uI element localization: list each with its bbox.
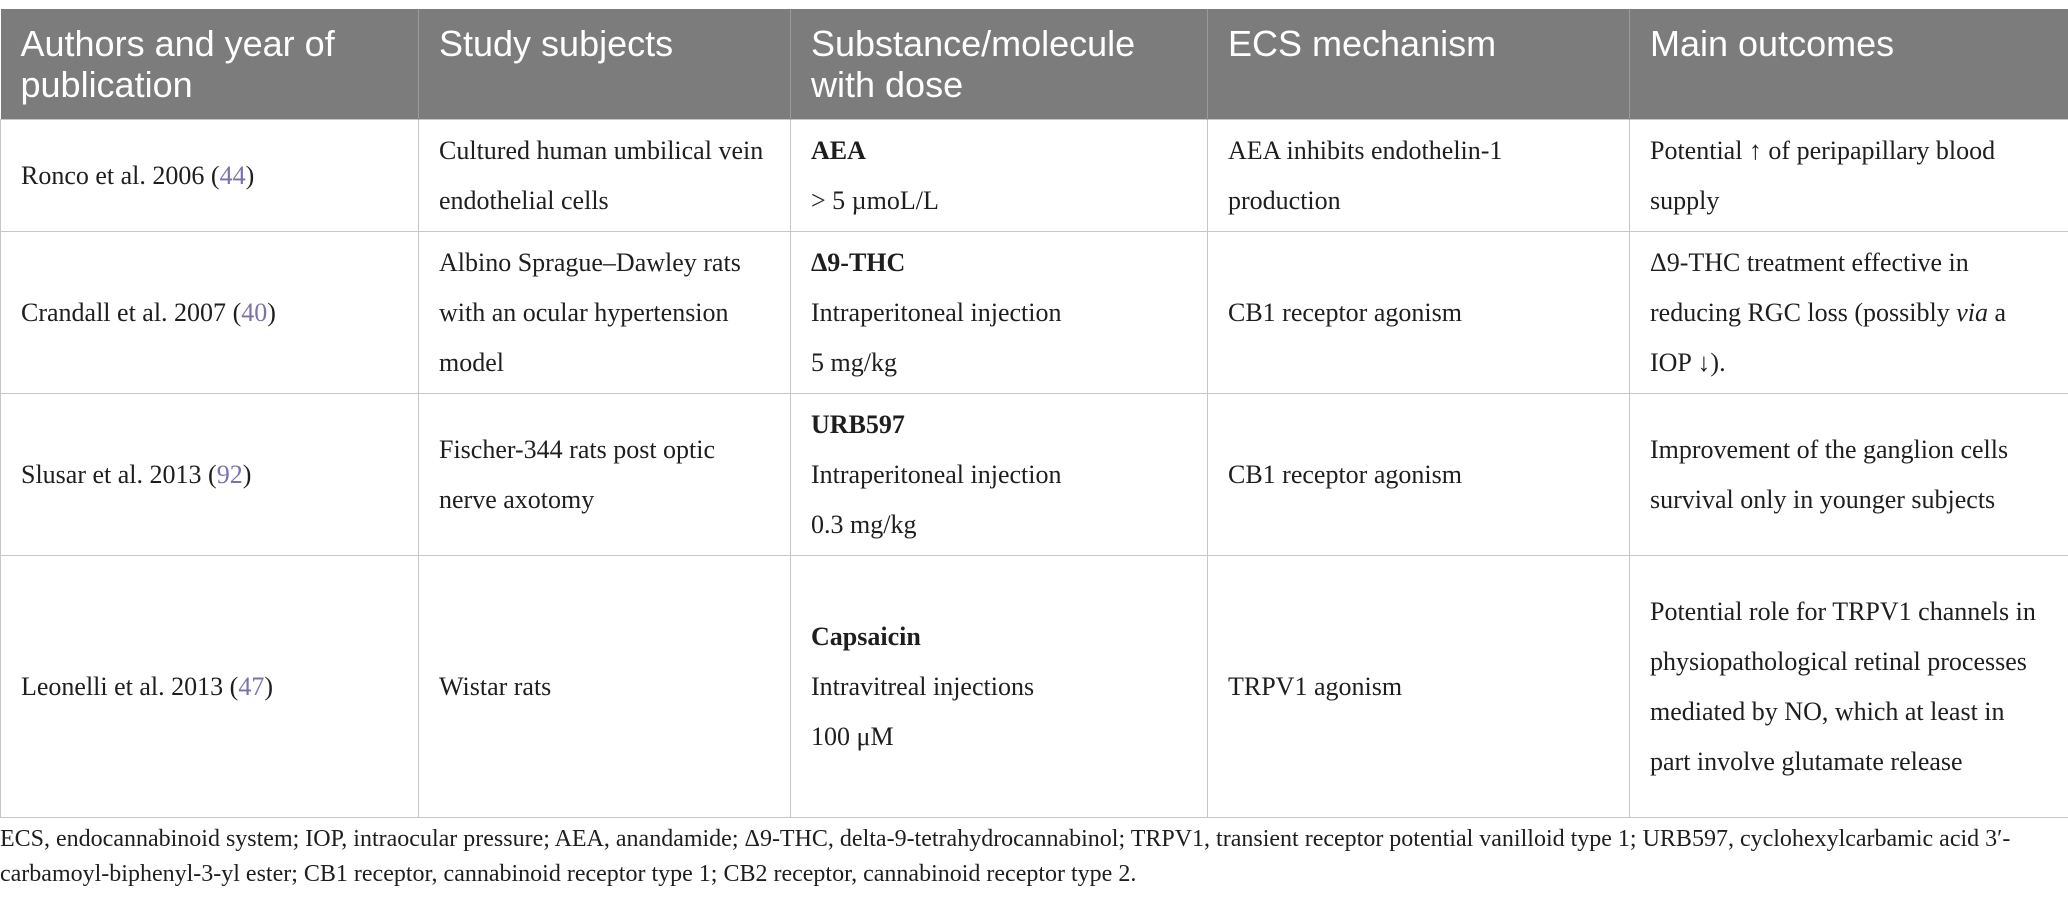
subjects-cell: Cultured human umbilical vein endothelia… <box>418 119 791 232</box>
subjects-cell: Wistar rats <box>418 555 791 818</box>
outcome-text: Δ9-THC treatment effective in reducing R… <box>1650 247 1969 327</box>
outcome-cell: Potential role for TRPV1 channels in phy… <box>1629 555 2068 818</box>
mechanism-cell: CB1 receptor agonism <box>1207 231 1630 394</box>
subjects-cell: Albino Sprague–Dawley rats with an ocula… <box>418 231 791 394</box>
author-text: Slusar et al. 2013 <box>21 459 202 489</box>
table-row: Crandall et al. 2007 (40) Albino Sprague… <box>0 231 2068 394</box>
header-mechanism: ECS mechanism <box>1207 9 1630 120</box>
substance-name: URB597 <box>811 409 905 439</box>
outcome-text: Potential role for TRPV1 channels in phy… <box>1650 596 2036 776</box>
author-cell: Leonelli et al. 2013 (47) <box>0 555 419 818</box>
mechanism-cell: AEA inhibits endothelin-1 production <box>1207 119 1630 232</box>
mechanism-cell: CB1 receptor agonism <box>1207 393 1630 556</box>
author-text: Crandall et al. 2007 <box>21 297 227 327</box>
outcome-text-end: a IOP ↓). <box>1650 297 2007 377</box>
header-substance: Substance/molecule with dose <box>790 9 1208 120</box>
header-subjects: Study subjects <box>418 9 791 120</box>
outcome-text: Potential ↑ of peripapillary blood suppl… <box>1650 135 1996 215</box>
header-authors: Authors and year of publication <box>0 9 419 120</box>
table-row: Ronco et al. 2006 (44) Cultured human um… <box>0 119 2068 232</box>
header-outcomes: Main outcomes <box>1629 9 2068 120</box>
substance-name: Capsaicin <box>811 621 921 651</box>
mechanism-cell: TRPV1 agonism <box>1207 555 1630 818</box>
author-text: Leonelli et al. 2013 <box>21 671 224 701</box>
reference-link[interactable]: 92 <box>216 459 243 489</box>
substance-cell: Δ9-THC Intraperitoneal injection 5 mg/kg <box>790 231 1208 394</box>
outcome-cell: Improvement of the ganglion cells surviv… <box>1629 393 2068 556</box>
table-footnote: ECS, endocannabinoid system; IOP, intrao… <box>0 826 2011 887</box>
reference-link[interactable]: 40 <box>241 297 268 327</box>
table-row: Leonelli et al. 2013 (47) Wistar rats Ca… <box>0 555 2068 818</box>
author-cell: Ronco et al. 2006 (44) <box>0 119 419 232</box>
outcome-cell: Δ9-THC treatment effective in reducing R… <box>1629 231 2068 394</box>
header-row: Authors and year of publication Study su… <box>0 9 2068 120</box>
outcome-text: Improvement of the ganglion cells surviv… <box>1650 434 2009 514</box>
substance-cell: AEA > 5 µmoL/L <box>790 119 1208 232</box>
substance-route: Intraperitoneal injection <box>811 297 1062 327</box>
outcome-italic: via <box>1956 297 1988 327</box>
author-text: Ronco et al. 2006 <box>21 160 205 190</box>
substance-route: Intraperitoneal injection <box>811 459 1062 489</box>
subjects-cell: Fischer-344 rats post optic nerve axotom… <box>418 393 791 556</box>
substance-dose: > 5 µmoL/L <box>811 185 939 215</box>
table-row: Slusar et al. 2013 (92) Fischer-344 rats… <box>0 393 2068 556</box>
outcome-cell: Potential ↑ of peripapillary blood suppl… <box>1629 119 2068 232</box>
reference-link[interactable]: 44 <box>219 160 246 190</box>
author-cell: Slusar et al. 2013 (92) <box>0 393 419 556</box>
reference-link[interactable]: 47 <box>238 671 265 701</box>
substance-name: Δ9-THC <box>811 247 906 277</box>
substance-dose: 0.3 mg/kg <box>811 509 917 539</box>
study-table: Authors and year of publication Study su… <box>0 9 2068 818</box>
substance-route: Intravitreal injections <box>811 671 1035 701</box>
substance-name: AEA <box>811 135 866 165</box>
substance-dose: 5 mg/kg <box>811 347 897 377</box>
substance-dose: 100 μM <box>811 721 894 751</box>
author-cell: Crandall et al. 2007 (40) <box>0 231 419 394</box>
